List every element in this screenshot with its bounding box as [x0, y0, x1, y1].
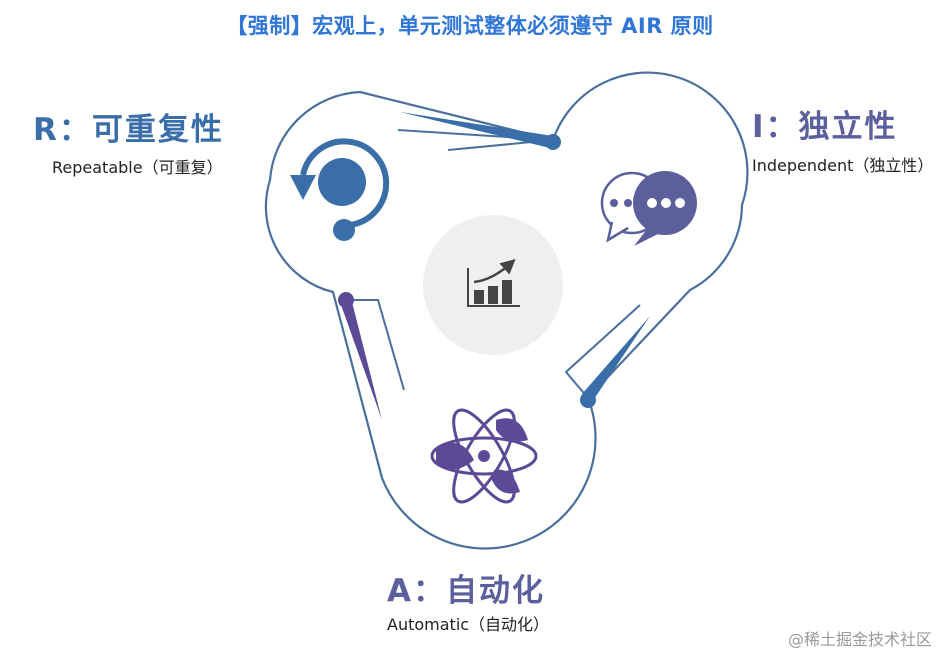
junction-dot-right	[580, 392, 596, 408]
page-title: 【强制】宏观上，单元测试整体必须遵守 AIR 原则	[226, 14, 714, 38]
independent-heading: I：独立性	[752, 109, 898, 145]
diagram-outline	[264, 71, 749, 550]
automatic-heading: A：自动化	[387, 573, 545, 609]
repeatable-subtitle: Repeatable（可重复）	[52, 158, 223, 177]
center-circle	[423, 215, 563, 355]
repeatable-heading: R：可重复性	[33, 112, 224, 148]
junction-dot-left	[338, 292, 354, 308]
wedge-right	[582, 316, 650, 402]
junction-dot-top	[545, 134, 561, 150]
wedge-left	[340, 302, 382, 420]
automatic-subtitle: Automatic（自动化）	[387, 615, 550, 634]
independent-subtitle: Independent（独立性）	[752, 156, 934, 175]
growth-bar-chart-icon	[467, 259, 520, 307]
watermark: @稀土掘金技术社区	[787, 630, 932, 649]
wedge-top	[400, 112, 553, 148]
repeat-cycle-icon	[290, 138, 390, 241]
chat-bubbles-icon	[600, 171, 697, 246]
connector-right	[564, 304, 641, 399]
atom-icon	[430, 408, 538, 504]
connector-left	[346, 299, 405, 391]
